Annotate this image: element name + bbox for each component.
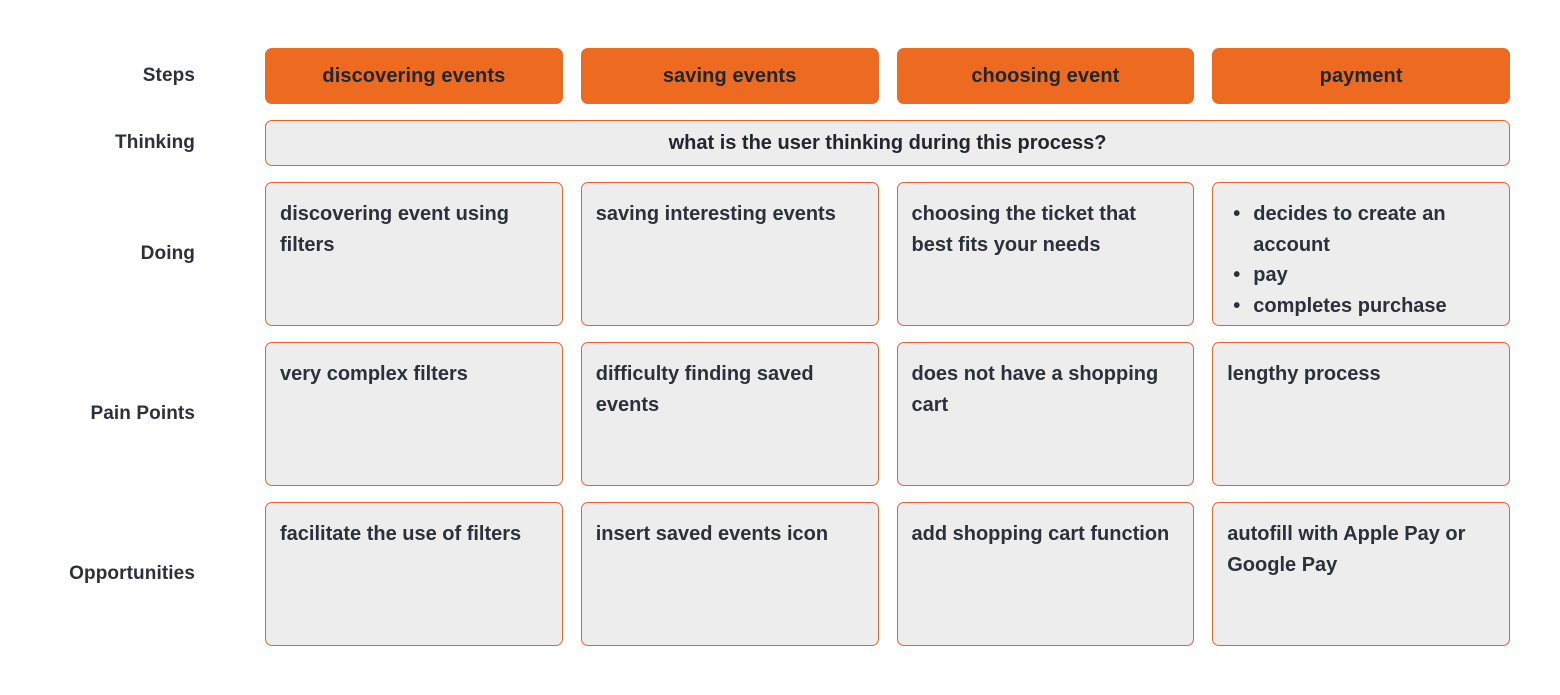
doing-card-2-text: saving interesting events (595, 203, 836, 225)
step-chip-3[interactable]: choosing event (896, 48, 1195, 104)
row-label-steps: Steps (142, 64, 195, 86)
pain-point-card-2[interactable]: difficulty finding saved events (580, 342, 879, 486)
doing-card-1[interactable]: discovering event using filters (265, 182, 563, 326)
pain-points-cells: very complex filters difficulty finding … (265, 342, 1510, 486)
opportunity-card-3[interactable]: add shopping cart function (896, 502, 1195, 646)
opportunity-card-1[interactable]: facilitate the use of filters (265, 502, 563, 646)
doing-row: Doing discovering event using filters sa… (0, 182, 1510, 326)
doing-card-4[interactable]: decides to create an account pay complet… (1212, 182, 1510, 326)
opportunity-card-2-text: insert saved events icon (595, 523, 829, 545)
pain-point-card-1[interactable]: very complex filters (265, 342, 563, 486)
pain-point-card-1-text: very complex filters (280, 363, 468, 385)
steps-cells: discovering events saving events choosin… (265, 48, 1510, 104)
opportunity-card-1-text: facilitate the use of filters (280, 523, 522, 545)
row-label-doing: Doing (140, 242, 195, 264)
opportunity-card-2[interactable]: insert saved events icon (580, 502, 879, 646)
row-label-opportunities: Opportunities (69, 562, 195, 584)
pain-point-card-3[interactable]: does not have a shopping cart (896, 342, 1195, 486)
opportunity-card-3-text: add shopping cart function (911, 523, 1170, 545)
list-item: decides to create an account (1233, 199, 1495, 260)
opportunity-card-4[interactable]: autofill with Apple Pay or Google Pay (1212, 502, 1510, 646)
thinking-bar[interactable]: what is the user thinking during this pr… (265, 120, 1510, 166)
steps-row: Steps discovering events saving events c… (0, 48, 1510, 104)
list-item: pay (1233, 260, 1495, 291)
pain-point-card-3-text: does not have a shopping cart (911, 363, 1159, 416)
step-chip-2[interactable]: saving events (580, 48, 879, 104)
opportunities-row: Opportunities facilitate the use of filt… (0, 502, 1510, 646)
step-chip-4[interactable]: payment (1212, 48, 1510, 104)
doing-card-3[interactable]: choosing the ticket that best fits your … (896, 182, 1195, 326)
opportunities-cells: facilitate the use of filters insert sav… (265, 502, 1510, 646)
doing-card-4-list: decides to create an account pay complet… (1227, 199, 1495, 321)
thinking-row: Thinking what is the user thinking durin… (0, 120, 1510, 166)
doing-cells: discovering event using filters saving i… (265, 182, 1510, 326)
opportunity-card-4-text: autofill with Apple Pay or Google Pay (1227, 523, 1466, 576)
step-chip-1[interactable]: discovering events (265, 48, 563, 104)
pain-points-row: Pain Points very complex filters difficu… (0, 342, 1510, 486)
doing-card-3-text: choosing the ticket that best fits your … (911, 203, 1136, 256)
doing-card-1-text: discovering event using filters (280, 203, 509, 256)
pain-point-card-4-text: lengthy process (1227, 363, 1381, 385)
pain-point-card-2-text: difficulty finding saved events (595, 363, 814, 416)
row-label-thinking: Thinking (115, 131, 195, 153)
thinking-cells: what is the user thinking during this pr… (265, 120, 1510, 166)
doing-card-2[interactable]: saving interesting events (580, 182, 879, 326)
pain-point-card-4[interactable]: lengthy process (1212, 342, 1510, 486)
row-label-pain-points: Pain Points (90, 402, 195, 424)
list-item: completes purchase (1233, 291, 1495, 322)
